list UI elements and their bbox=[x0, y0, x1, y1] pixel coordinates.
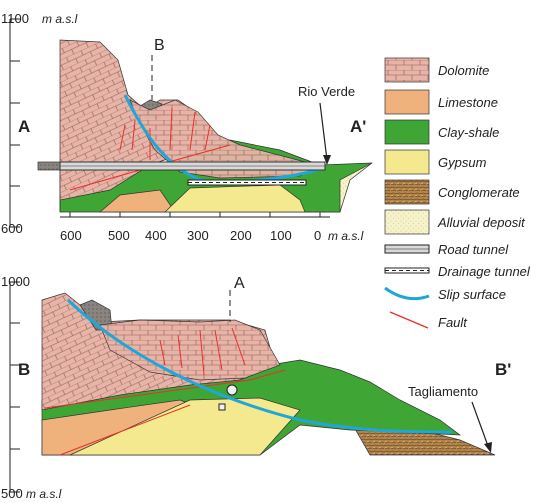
x-tick-0: 0 bbox=[314, 228, 321, 243]
top-elevation-min: 600 bbox=[1, 221, 23, 236]
legend-swatch-dolomite bbox=[384, 57, 430, 83]
legend-label-fault: Fault bbox=[438, 315, 468, 330]
legend-label-road-tunnel: Road tunnel bbox=[438, 242, 509, 257]
legend-swatch-gypsum bbox=[384, 149, 430, 175]
top-drainage-tunnel bbox=[187, 179, 307, 186]
bottom-right-end-label: B' bbox=[495, 360, 511, 379]
bottom-elevation-max: 1000 bbox=[1, 274, 30, 289]
scree-deposit-bottom bbox=[79, 299, 113, 331]
bottom-elevation-axis bbox=[9, 281, 20, 493]
bottom-river-arrow bbox=[471, 401, 489, 447]
top-elevation-axis bbox=[9, 18, 20, 228]
gypsum-area-bottom bbox=[69, 397, 301, 456]
x-tick-200: 200 bbox=[230, 228, 252, 243]
x-tick-400: 400 bbox=[145, 228, 167, 243]
legend: Dolomite Limestone Clay-shale Gypsum Con… bbox=[384, 57, 531, 330]
bottom-section-geology bbox=[41, 292, 496, 456]
landslide-body-bottom bbox=[99, 319, 281, 381]
top-road-tunnel bbox=[37, 161, 326, 171]
section-a-a-prime: 1100 m a.s.l 600 600 500 400 300 200 100… bbox=[1, 11, 373, 243]
legend-swatch-limestone bbox=[384, 89, 430, 115]
legend-label-alluvial: Alluvial deposit bbox=[437, 215, 526, 230]
bottom-elevation-min: 500 bbox=[1, 486, 23, 501]
legend-label-gypsum: Gypsum bbox=[438, 155, 487, 170]
bottom-elevation-unit: m a.s.l bbox=[26, 487, 62, 501]
legend-swatch-clay-shale bbox=[384, 119, 430, 145]
legend-symbol-fault bbox=[389, 311, 429, 329]
drainage-tunnel-section bbox=[218, 403, 226, 411]
legend-label-slip-surface: Slip surface bbox=[438, 287, 506, 302]
top-elevation-unit: m a.s.l bbox=[42, 12, 78, 26]
bottom-faults bbox=[44, 327, 286, 456]
top-distance-axis bbox=[60, 212, 330, 218]
top-section-geology bbox=[59, 39, 373, 213]
legend-symbol-road-tunnel bbox=[384, 244, 430, 254]
x-tick-100: 100 bbox=[270, 228, 292, 243]
top-river-label: Rio Verde bbox=[298, 84, 355, 99]
bottom-river-label: Tagliamento bbox=[408, 384, 478, 399]
bottom-cross-marker-label: A bbox=[234, 275, 245, 292]
x-tick-600: 600 bbox=[60, 228, 82, 243]
top-distance-unit: m a.s.l bbox=[328, 229, 364, 243]
top-river-arrow bbox=[319, 102, 328, 161]
x-tick-500: 500 bbox=[108, 228, 130, 243]
legend-label-dolomite: Dolomite bbox=[438, 63, 489, 78]
bottom-slip-surface bbox=[66, 298, 453, 434]
road-tunnel-section bbox=[226, 384, 238, 396]
top-cross-marker-label: B bbox=[154, 37, 165, 54]
gypsum-area bbox=[164, 184, 306, 213]
top-river-arrowhead bbox=[323, 155, 331, 165]
top-elevation-max: 1100 bbox=[1, 11, 29, 26]
legend-swatch-conglomerate bbox=[384, 179, 430, 205]
legend-label-clay-shale: Clay-shale bbox=[438, 125, 499, 140]
legend-swatch-alluvial bbox=[384, 209, 430, 235]
legend-symbol-slip-surface bbox=[384, 286, 430, 301]
x-tick-300: 300 bbox=[187, 228, 209, 243]
legend-symbol-drainage-tunnel bbox=[384, 267, 430, 274]
legend-label-drainage-tunnel: Drainage tunnel bbox=[438, 264, 531, 279]
legend-label-conglomerate: Conglomerate bbox=[438, 185, 520, 200]
legend-label-limestone: Limestone bbox=[438, 95, 498, 110]
section-b-b-prime: 1000 500 m a.s.l bbox=[1, 274, 511, 501]
bottom-river-arrowhead bbox=[484, 442, 492, 453]
top-right-end-label: A' bbox=[350, 117, 366, 136]
top-left-end-label: A bbox=[18, 117, 30, 136]
limestone-area bbox=[99, 189, 176, 213]
bottom-left-end-label: B bbox=[18, 360, 30, 379]
